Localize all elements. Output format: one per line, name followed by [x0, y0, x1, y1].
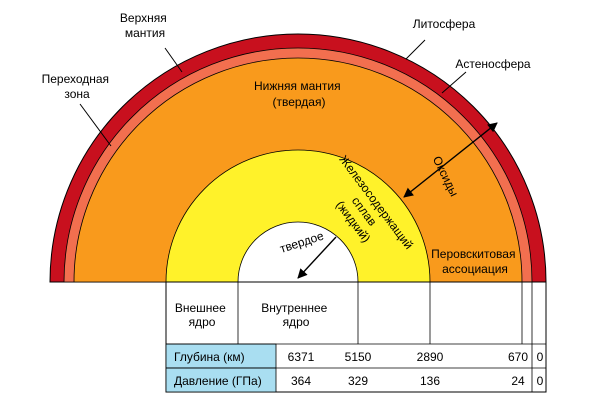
depth-6371: 6371	[288, 350, 315, 364]
pressure-24: 24	[511, 374, 525, 388]
depth-header-cell	[165, 343, 277, 369]
depth-5150: 5150	[345, 350, 372, 364]
outer-core-layer	[165, 149, 431, 283]
pressure-header-cell	[165, 367, 277, 393]
lithosphere-leader	[405, 39, 426, 60]
pressure-0: 0	[537, 374, 544, 388]
pressure-136: 136	[420, 374, 440, 388]
depth-0: 0	[537, 350, 544, 364]
inner-core-region-label: Внутреннее ядро	[261, 301, 330, 329]
oxides-arrow	[403, 122, 498, 198]
depth-670: 670	[508, 350, 528, 364]
inner-core-layer	[237, 221, 359, 283]
inner-core-radius-arrow	[297, 236, 337, 279]
pressure-row-label: Давление (ГПа)	[174, 374, 262, 388]
outer-core-region-label: Внешнее ядро	[175, 301, 229, 329]
lower-mantle-label: Нижняя мантия (твердая)	[254, 79, 344, 109]
asthenosphere-label: Астеносфера	[455, 57, 531, 71]
upper-mantle-label: Верхняя мантия	[120, 11, 170, 40]
pressure-329: 329	[348, 374, 368, 388]
upper-mantle-leader	[164, 47, 183, 73]
pressure-364: 364	[291, 374, 311, 388]
asthenosphere-leader	[441, 71, 467, 94]
transition-zone-leader	[79, 103, 112, 147]
transition-zone-label: Переходная зона	[42, 72, 113, 101]
lithosphere-label: Литосфера	[413, 17, 476, 31]
depth-2890: 2890	[417, 350, 444, 364]
depth-row-label: Глубина (км)	[174, 350, 245, 364]
perovskite-label: Перовскитовая ассоциация	[431, 247, 519, 276]
